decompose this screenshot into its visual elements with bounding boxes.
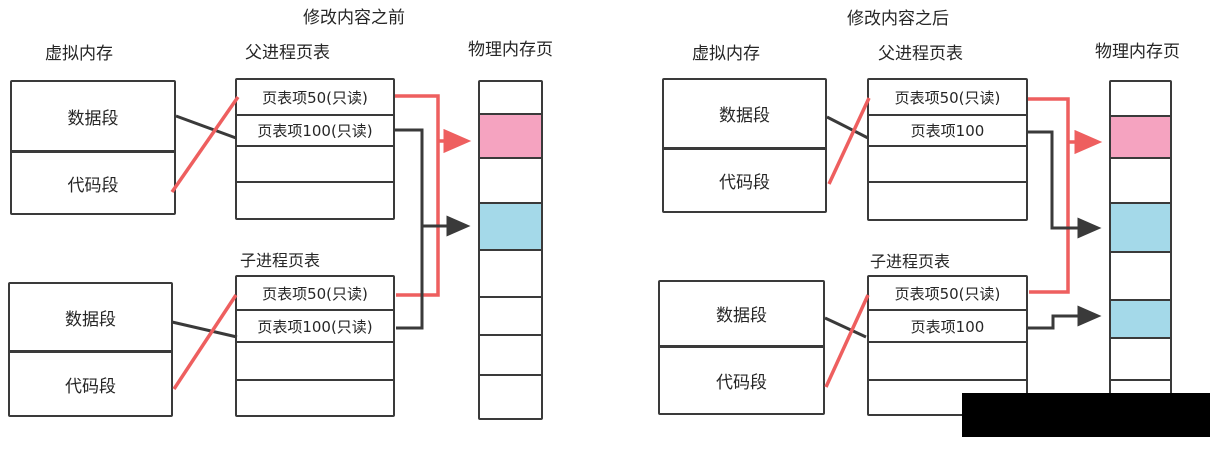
after-vm-top-code-segment: 代码段 [719, 173, 770, 193]
diagram-after-title: 修改内容之后 [847, 9, 949, 29]
physical-page-cell [1111, 301, 1170, 339]
diagram-before-title: 修改内容之前 [303, 8, 405, 28]
before-data-to-pte100-line [175, 114, 237, 140]
before-vm-top-box: 数据段 代码段 [10, 80, 176, 215]
physical-page-cell [480, 159, 541, 204]
physical-page-cell [480, 336, 541, 376]
after-parent-pte100-arrow-to-blue-page [1028, 130, 1102, 239]
table-row [237, 183, 393, 218]
after-vm-top-box: 数据段 代码段 [662, 78, 827, 213]
physical-page-cell [480, 251, 541, 298]
before-vm-bottom-box: 数据段 代码段 [8, 282, 173, 417]
table-row: 页表项100(只读) [237, 116, 393, 147]
after-physical-memory-label: 物理内存页 [1095, 42, 1180, 62]
physical-page-cell [480, 376, 541, 418]
table-row [237, 147, 393, 183]
after-parent-page-table: 页表项50(只读) 页表项100 [867, 78, 1028, 221]
after-vm-bottom-data-segment: 数据段 [660, 282, 823, 348]
table-row: 页表项100(只读) [237, 311, 393, 343]
physical-page-cell [1111, 159, 1170, 204]
after-parent-table-label: 父进程页表 [878, 44, 963, 64]
before-virtual-memory-label: 虚拟内存 [45, 44, 113, 64]
before-physical-memory-column [478, 80, 543, 420]
after-vm-bottom-code-segment: 代码段 [716, 373, 767, 393]
after-code-to-pte50-line [827, 97, 871, 185]
table-row: 页表项100 [869, 311, 1026, 343]
physical-page-cell [1111, 339, 1170, 381]
after-physical-memory-column [1109, 80, 1172, 420]
before-pte50-shared-trunk [395, 94, 440, 297]
table-row [869, 343, 1026, 381]
before-vm-bottom-code-segment: 代码段 [65, 376, 116, 397]
before-vm-top-code-segment: 代码段 [67, 175, 119, 196]
physical-page-cell [1111, 82, 1170, 117]
before-code-to-child-pte50-line [172, 294, 238, 390]
before-pte100-shared-trunk [395, 128, 424, 330]
after-code-to-child-pte50-line [824, 294, 870, 388]
physical-page-cell [480, 82, 541, 115]
before-code-to-pte50-line [170, 96, 240, 193]
before-child-page-table: 页表项50(只读) 页表项100(只读) [235, 275, 395, 417]
before-parent-page-table: 页表项50(只读) 页表项100(只读) [235, 78, 395, 220]
physical-page-cell [480, 204, 541, 251]
table-row [869, 183, 1026, 219]
before-vm-bottom-data-segment: 数据段 [10, 284, 171, 353]
before-data-to-child-pte100-line [171, 320, 238, 339]
table-row [869, 147, 1026, 183]
physical-page-cell [1111, 117, 1170, 159]
table-row: 页表项50(只读) [237, 80, 393, 116]
after-data-to-child-pte100-line [824, 316, 867, 339]
after-child-pte100-arrow-to-copied-page [1028, 305, 1102, 330]
table-row: 页表项50(只读) [869, 80, 1026, 116]
physical-page-cell [1111, 204, 1170, 253]
after-vm-top-data-segment: 数据段 [664, 80, 825, 150]
table-row [237, 381, 393, 415]
after-child-table-label: 子进程页表 [870, 252, 951, 271]
after-data-to-pte100-line [826, 115, 869, 140]
physical-page-cell [1111, 253, 1170, 301]
physical-page-cell [480, 115, 541, 159]
table-row: 页表项100 [869, 116, 1026, 147]
before-child-table-label: 子进程页表 [240, 251, 321, 270]
redacted-watermark [962, 393, 1210, 437]
physical-page-cell [480, 298, 541, 336]
after-vm-bottom-box: 数据段 代码段 [658, 280, 825, 415]
before-parent-table-label: 父进程页表 [245, 43, 330, 63]
after-pte50-shared-trunk [1028, 97, 1070, 294]
table-row [237, 343, 393, 381]
before-vm-top-data-segment: 数据段 [12, 82, 174, 153]
table-row: 页表项50(只读) [869, 277, 1026, 311]
before-physical-memory-label: 物理内存页 [468, 40, 553, 60]
table-row: 页表项50(只读) [237, 277, 393, 311]
after-virtual-memory-label: 虚拟内存 [692, 44, 760, 64]
